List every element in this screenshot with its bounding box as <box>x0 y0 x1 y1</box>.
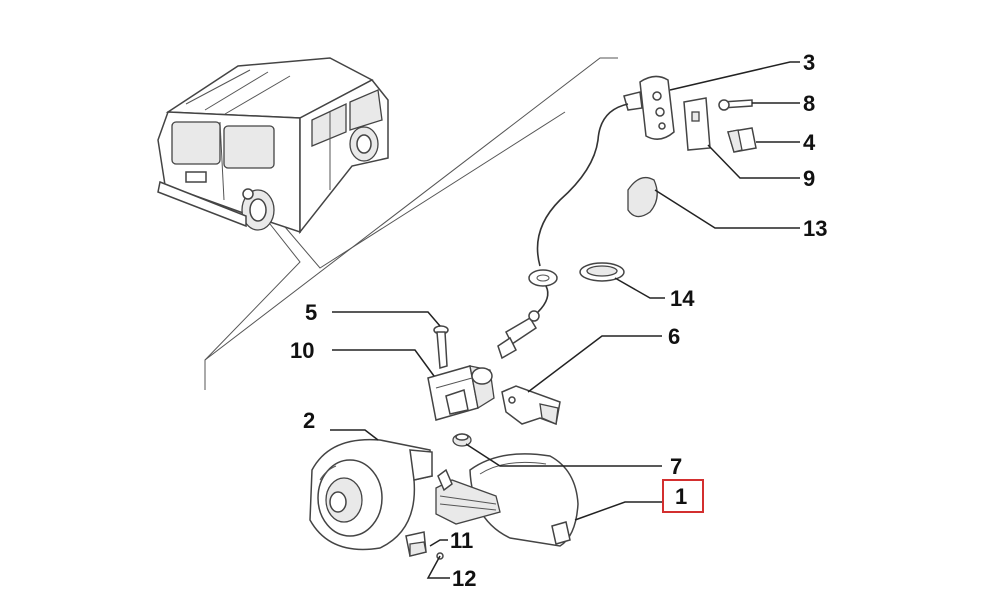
label-9: 9 <box>803 166 815 191</box>
part-10-lock-housing <box>427 365 495 421</box>
part-14-grommet <box>579 262 625 282</box>
release-cable <box>536 103 629 267</box>
cable-actuator <box>497 310 540 360</box>
label-6: 6 <box>668 324 680 349</box>
part-7-rubber-buffer <box>452 433 472 447</box>
part-11-clip <box>405 531 444 560</box>
part-13-oval-cover <box>627 176 658 218</box>
leader-lines <box>330 61 800 579</box>
label-1: 1 <box>675 484 687 509</box>
label-12: 12 <box>452 566 476 591</box>
vehicle-van <box>157 57 389 235</box>
part-6-hinge-bracket <box>501 385 561 426</box>
label-5: 5 <box>305 300 317 325</box>
label-13: 13 <box>803 216 827 241</box>
part-2-filler-housing <box>309 438 433 551</box>
label-2: 2 <box>303 408 315 433</box>
highlight-box <box>662 479 704 513</box>
part-1-fuel-flap-door <box>435 453 579 547</box>
label-11: 11 <box>450 528 473 553</box>
part-5-pin <box>433 325 449 369</box>
part-4-clip <box>727 127 757 153</box>
callout-labels: 3 8 4 9 13 14 5 10 6 2 7 1 11 12 <box>290 50 827 591</box>
cable-grommet <box>528 269 558 287</box>
label-3: 3 <box>803 50 815 75</box>
label-14: 14 <box>670 286 695 311</box>
part-3-release-lever-bracket <box>623 75 675 140</box>
label-4: 4 <box>803 130 816 155</box>
part-8-screw <box>718 99 753 111</box>
part-9-plate <box>683 97 711 151</box>
label-7: 7 <box>670 454 682 479</box>
label-10: 10 <box>290 338 314 363</box>
cable-lower <box>537 285 549 313</box>
label-8: 8 <box>803 91 815 116</box>
